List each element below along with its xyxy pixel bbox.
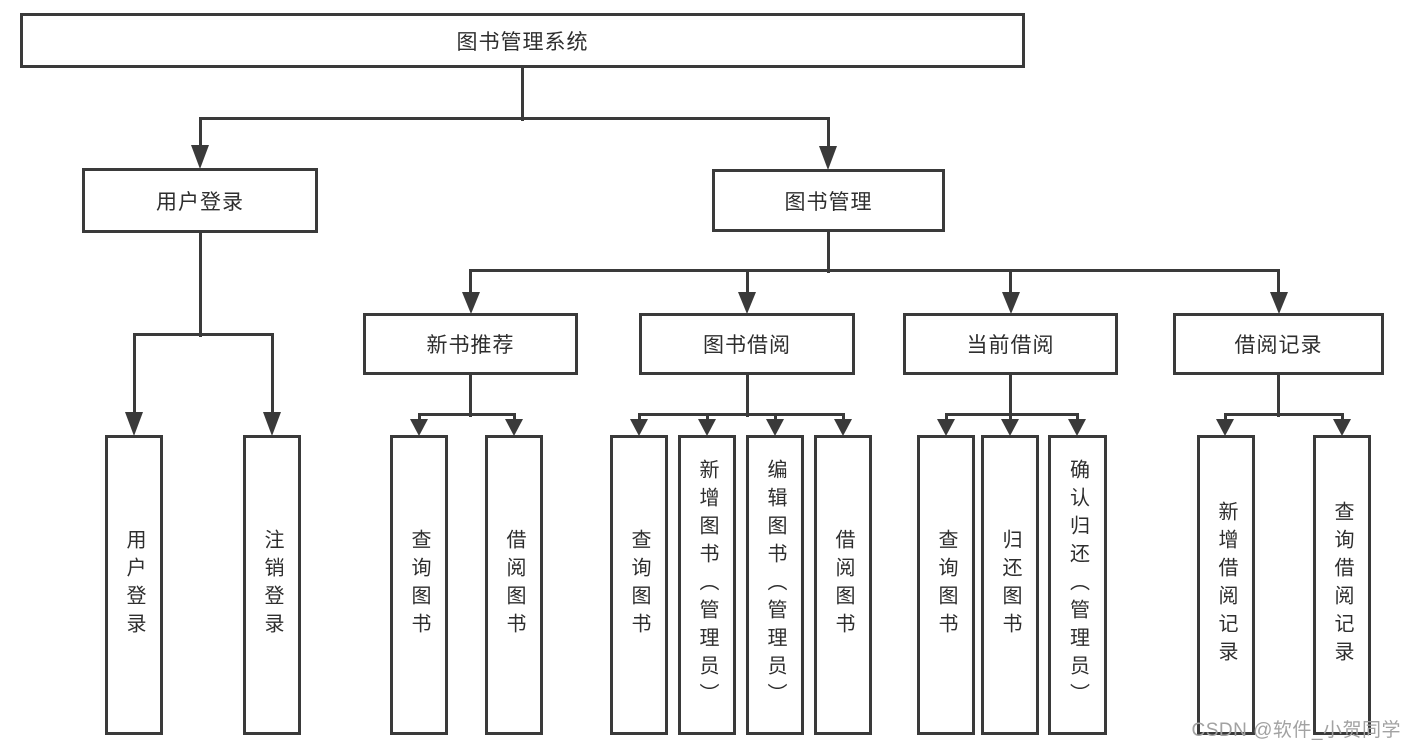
connector-line <box>1340 414 1344 420</box>
connector-line <box>745 270 749 293</box>
node-label: 查询图书 <box>628 529 650 641</box>
connector-line <box>521 68 524 121</box>
arrow-down-icon <box>630 419 648 436</box>
node-label: 确认归还（管理员） <box>1066 459 1089 711</box>
node-label: 借阅图书 <box>503 529 525 641</box>
connector-line <box>198 233 202 337</box>
node-label: 新增借阅记录 <box>1215 501 1237 669</box>
leaf-query-borrow-record: 查询借阅记录 <box>1313 435 1371 735</box>
leaf-user-login: 用户登录 <box>105 435 163 735</box>
connector-line <box>1277 270 1280 293</box>
connector-line <box>512 414 516 420</box>
leaf-confirm-return-admin: 确认归还（管理员） <box>1048 435 1107 735</box>
connector-line <box>417 414 421 420</box>
connector-line <box>198 118 202 146</box>
leaf-edit-books-admin: 编辑图书（管理员） <box>746 435 804 735</box>
connector-line <box>1223 412 1344 416</box>
connector-line <box>705 414 709 420</box>
node-book-management: 图书管理 <box>712 169 945 232</box>
connector-line <box>1009 375 1012 417</box>
connector-line <box>944 414 948 420</box>
arrow-down-icon <box>263 412 281 436</box>
leaf-add-borrow-record: 新增借阅记录 <box>1197 435 1255 735</box>
arrow-down-icon <box>410 419 428 436</box>
arrow-down-icon <box>1068 419 1086 436</box>
leaf-query-books-recommend: 查询图书 <box>390 435 448 735</box>
node-borrowing-records: 借阅记录 <box>1173 313 1384 375</box>
node-label: 图书借阅 <box>703 334 791 357</box>
arrow-down-icon <box>1001 419 1019 436</box>
arrow-down-icon <box>191 145 209 169</box>
node-label: 图书管理系统 <box>456 30 589 54</box>
connector-line <box>841 414 845 420</box>
node-label: 图书管理 <box>784 190 873 214</box>
arrow-down-icon <box>766 419 784 436</box>
connector-line <box>417 412 516 416</box>
connector-line <box>469 375 472 417</box>
node-label: 注销登录 <box>261 529 283 641</box>
node-label: 查询借阅记录 <box>1331 501 1353 669</box>
node-new-book-recommend: 新书推荐 <box>363 313 578 375</box>
connector-line <box>1008 414 1012 420</box>
node-label: 借阅记录 <box>1234 334 1323 357</box>
arrow-down-icon <box>1269 292 1288 314</box>
connector-line <box>637 412 845 416</box>
node-book-borrowing: 图书借阅 <box>639 313 855 375</box>
node-label: 归还图书 <box>999 529 1021 641</box>
connector-line <box>1223 414 1227 420</box>
connector-line <box>826 118 830 147</box>
arrow-down-icon <box>937 419 955 436</box>
connector-line <box>773 414 777 420</box>
arrow-down-icon <box>738 292 756 314</box>
leaf-return-books: 归还图书 <box>981 435 1039 735</box>
leaf-query-books-borrowing: 查询图书 <box>610 435 668 735</box>
node-label: 查询图书 <box>408 529 430 641</box>
node-label: 借阅图书 <box>832 529 854 641</box>
connector-line <box>132 332 274 336</box>
arrow-down-icon <box>1216 419 1234 436</box>
leaf-borrow-books-borrowing: 借阅图书 <box>814 435 872 735</box>
connector-line <box>198 116 830 120</box>
node-label: 用户登录 <box>156 190 244 214</box>
arrow-down-icon <box>819 146 837 170</box>
node-label: 编辑图书（管理员） <box>764 459 786 711</box>
arrow-down-icon <box>834 419 852 436</box>
connector-line <box>944 412 1079 416</box>
arrow-down-icon <box>1333 419 1351 436</box>
connector-line <box>132 334 136 413</box>
node-label: 用户登录 <box>123 529 145 641</box>
node-label: 查询图书 <box>935 529 957 641</box>
arrow-down-icon <box>125 412 143 436</box>
connector-line <box>637 414 641 420</box>
arrow-down-icon <box>1001 292 1020 314</box>
node-label: 新书推荐 <box>426 334 515 357</box>
connector-line <box>1277 375 1280 417</box>
arrow-down-icon <box>505 419 523 436</box>
connector-line <box>745 375 749 417</box>
leaf-logout: 注销登录 <box>243 435 301 735</box>
leaf-add-books-admin: 新增图书（管理员） <box>678 435 736 735</box>
node-current-borrowing: 当前借阅 <box>903 313 1118 375</box>
connector-line <box>827 232 830 273</box>
node-label: 当前借阅 <box>966 334 1055 357</box>
connector-line <box>469 270 472 293</box>
leaf-query-books-current: 查询图书 <box>917 435 975 735</box>
leaf-borrow-books-recommend: 借阅图书 <box>485 435 543 735</box>
arrow-down-icon <box>461 292 480 314</box>
watermark: CSDN @软件_小贺同学 <box>1191 720 1401 741</box>
node-label: 新增图书（管理员） <box>696 459 718 711</box>
connector-line <box>469 268 1280 272</box>
arrow-down-icon <box>698 419 716 436</box>
connector-line <box>1075 414 1079 420</box>
connector-line <box>270 334 274 413</box>
node-library-system: 图书管理系统 <box>20 13 1025 68</box>
node-user-login: 用户登录 <box>82 168 318 233</box>
connector-line <box>1009 270 1012 293</box>
